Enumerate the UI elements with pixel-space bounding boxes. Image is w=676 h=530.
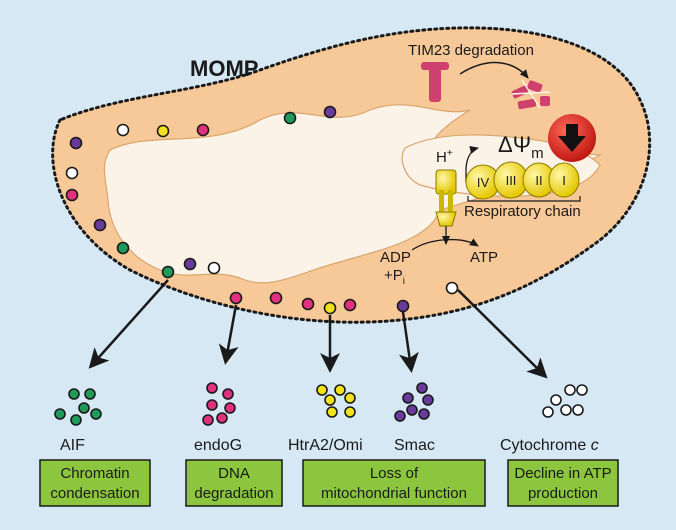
htra2-particle bbox=[344, 406, 356, 418]
endog-particle bbox=[202, 414, 214, 426]
smac-particle bbox=[418, 408, 430, 420]
htra2-particle bbox=[316, 384, 328, 396]
aif-particle bbox=[68, 388, 80, 400]
degradation-arrow bbox=[459, 61, 529, 79]
aif-particle bbox=[116, 241, 130, 255]
smac-particle bbox=[394, 410, 406, 422]
respiratory-chain-label: Respiratory chain bbox=[464, 203, 581, 220]
endog-particle bbox=[196, 123, 210, 137]
cytochrome-particle bbox=[542, 406, 554, 418]
aif-particle bbox=[78, 402, 90, 414]
atp-synthesis-arrow bbox=[411, 238, 479, 251]
htra2-particle bbox=[344, 392, 356, 404]
outcome-box-atp: Decline in ATP production bbox=[507, 459, 619, 507]
aif-label: AIF bbox=[60, 437, 85, 454]
aif-particle bbox=[161, 265, 175, 279]
respiratory-chain: IV III II I bbox=[465, 161, 580, 200]
cytochrome-particle bbox=[207, 261, 221, 275]
svg-text:II: II bbox=[535, 173, 542, 188]
intermembrane-particles bbox=[65, 105, 459, 315]
aif-particle bbox=[283, 111, 297, 125]
cytochrome-label: Cytochrome c bbox=[500, 437, 599, 454]
svg-text:condensation: condensation bbox=[50, 485, 139, 502]
cytochrome-release-arrow bbox=[457, 289, 548, 379]
svg-text:I: I bbox=[562, 173, 566, 188]
smac-particle bbox=[323, 105, 337, 119]
svg-text:production: production bbox=[528, 485, 598, 502]
cytochrome-particle bbox=[116, 123, 130, 137]
svg-text:IV: IV bbox=[477, 175, 490, 190]
aif-particle bbox=[90, 408, 102, 420]
svg-text:Decline in ATP: Decline in ATP bbox=[514, 465, 611, 482]
delta-psi-label: ΔΨm bbox=[498, 132, 544, 162]
smac-release-arrow bbox=[398, 311, 419, 373]
aif-particle bbox=[84, 388, 96, 400]
htra2-particle bbox=[156, 124, 170, 138]
smac-particle bbox=[396, 299, 410, 313]
svg-text:DNA: DNA bbox=[218, 465, 250, 482]
outcome-box-mitochondrial: Loss of mitochondrial function bbox=[302, 459, 486, 507]
cytochrome-particle bbox=[445, 281, 459, 295]
release-arrows bbox=[88, 279, 548, 379]
tim23-icon bbox=[421, 62, 449, 102]
title: MOMP bbox=[190, 56, 258, 81]
aif-particle bbox=[70, 414, 82, 426]
endog-particle bbox=[222, 388, 234, 400]
outcome-box-dna: DNA degradation bbox=[185, 459, 283, 507]
smac-particle bbox=[402, 392, 414, 404]
htra2-label: HtrA2/Omi bbox=[288, 437, 363, 454]
endog-particle bbox=[343, 298, 357, 312]
htra2-particle bbox=[323, 301, 337, 315]
svg-text:Loss of: Loss of bbox=[370, 465, 419, 482]
htra2-particle bbox=[324, 394, 336, 406]
smac-label: Smac bbox=[394, 437, 435, 454]
adp-label: ADP bbox=[380, 249, 411, 266]
cytochrome-particle bbox=[572, 404, 584, 416]
htra2-particle bbox=[334, 384, 346, 396]
endog-release-arrow bbox=[218, 304, 239, 365]
endog-particle bbox=[65, 188, 79, 202]
svg-text:III: III bbox=[506, 173, 517, 188]
svg-text:Chromatin: Chromatin bbox=[60, 465, 129, 482]
h-plus-label: H+ bbox=[436, 148, 453, 166]
endog-particle bbox=[224, 402, 236, 414]
endog-particle bbox=[206, 382, 218, 394]
endog-particle bbox=[216, 412, 228, 424]
outcome-box-chromatin: Chromatin condensation bbox=[39, 459, 151, 507]
cytochrome-particle bbox=[550, 394, 562, 406]
smac-particle bbox=[422, 394, 434, 406]
smac-particle bbox=[183, 257, 197, 271]
aif-release-arrow bbox=[88, 279, 169, 369]
cytochrome-particle bbox=[65, 166, 79, 180]
endog-particle bbox=[301, 297, 315, 311]
endog-particle bbox=[206, 399, 218, 411]
released-particles bbox=[54, 382, 588, 426]
cytochrome-particle bbox=[576, 384, 588, 396]
smac-particle bbox=[416, 382, 428, 394]
svg-text:mitochondrial function: mitochondrial function bbox=[321, 485, 467, 502]
degraded-tim23-icon bbox=[511, 79, 551, 110]
smac-particle bbox=[93, 218, 107, 232]
htra2-particle bbox=[326, 406, 338, 418]
atp-label: ATP bbox=[470, 249, 498, 266]
endog-particle bbox=[229, 291, 243, 305]
svg-text:degradation: degradation bbox=[194, 485, 273, 502]
decrease-icon bbox=[548, 114, 596, 162]
complex-i bbox=[548, 162, 580, 198]
cytochrome-particle bbox=[564, 384, 576, 396]
aif-particle bbox=[54, 408, 66, 420]
cytochrome-particle bbox=[560, 404, 572, 416]
atp-synthase-icon bbox=[435, 169, 457, 227]
smac-particle bbox=[406, 404, 418, 416]
respiratory-chain-bracket bbox=[467, 196, 581, 202]
pi-label: +Pi bbox=[384, 267, 405, 287]
tim23-label: TIM23 degradation bbox=[408, 42, 534, 59]
smac-particle bbox=[69, 136, 83, 150]
endog-label: endoG bbox=[194, 437, 242, 454]
proton-pump-arrow bbox=[465, 146, 479, 182]
endog-particle bbox=[269, 291, 283, 305]
